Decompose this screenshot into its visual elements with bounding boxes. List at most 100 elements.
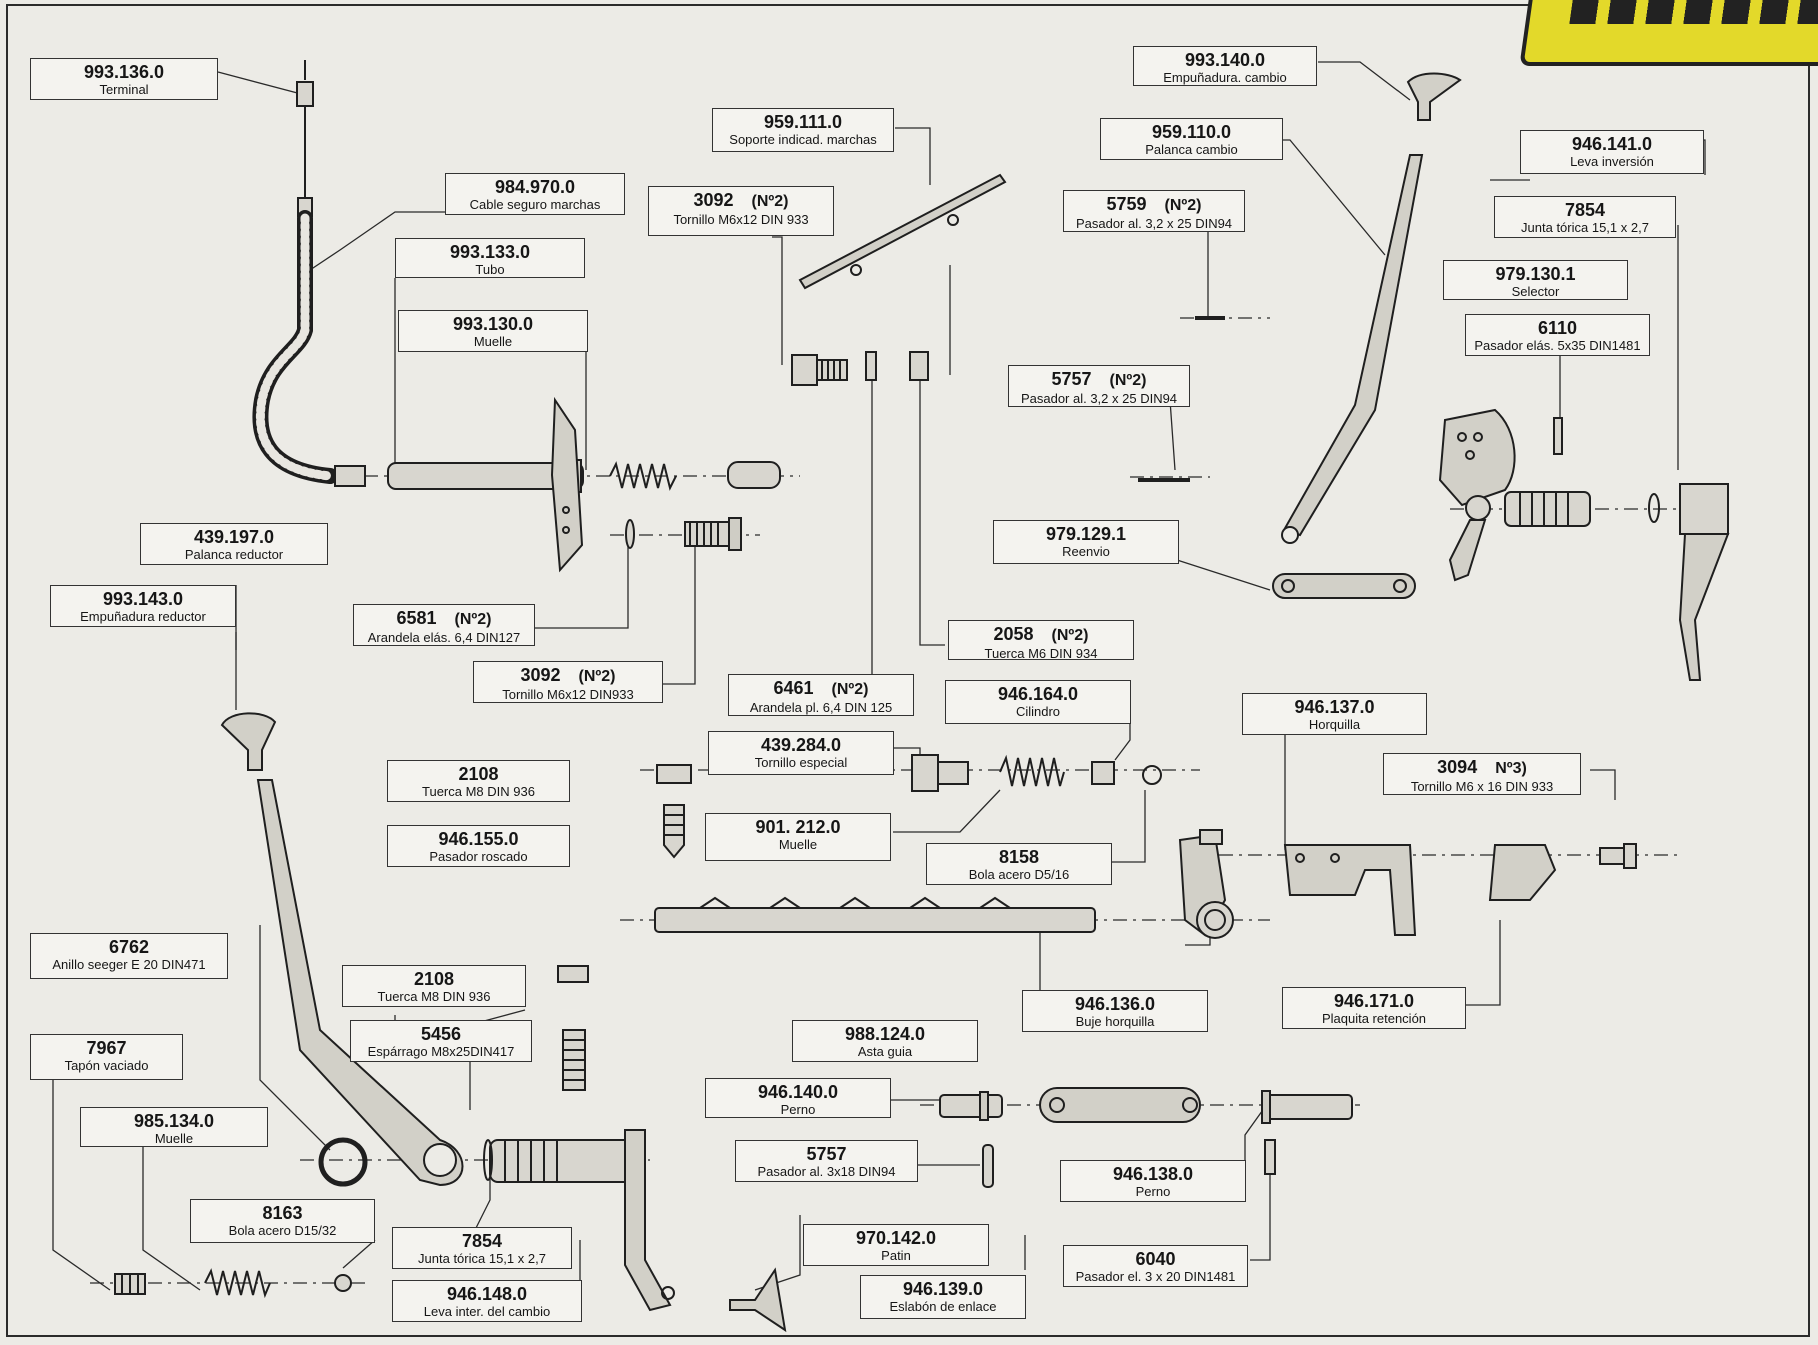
reverse-cam-part: [1678, 483, 1730, 681]
part-description: Pasador al. 3,2 x 25 DIN94: [1075, 216, 1233, 231]
pin-2-part: [939, 1091, 1003, 1121]
part-description: Tornillo M6x12 DIN 933: [673, 212, 809, 227]
part-description: Tornillo M6x12 DIN933: [502, 687, 634, 702]
ball-2-part: [334, 1274, 352, 1292]
part-description: Perno: [780, 1102, 816, 1117]
part-number: 7854: [1564, 200, 1606, 220]
terminal-part: [296, 60, 314, 217]
part-description: Cilindro: [1015, 704, 1061, 719]
elastic-pin-part: [1553, 417, 1563, 455]
part-description: Tuerca M8 DIN 936: [377, 989, 491, 1004]
seeger-ring-part: [318, 1137, 368, 1187]
quantity-note: (Nº2): [454, 611, 492, 628]
part-description: Tapón vaciado: [64, 1058, 149, 1073]
part-description: Tubo: [475, 262, 505, 277]
part-number: 7854: [461, 1231, 503, 1251]
bush-part: [1178, 829, 1234, 939]
part-description: Soporte indicad. marchas: [729, 132, 877, 147]
part-number: 946.138.0: [1112, 1164, 1194, 1184]
part-number: 5757: [806, 1144, 847, 1164]
part-number: 946.171.0: [1333, 991, 1415, 1011]
part-description: Leva inter. del cambio: [423, 1304, 551, 1319]
part-number: 5759(Nº2): [1106, 194, 1202, 214]
part-number: 946.136.0: [1074, 994, 1156, 1014]
part-number: 985.134.0: [133, 1111, 215, 1131]
part-number: 6461(Nº2): [773, 678, 869, 698]
part-number: 6110: [1537, 318, 1578, 338]
label-6461: 6461(Nº2) Arandela pl. 6,4 DIN 125: [728, 674, 914, 716]
part-number: 993.130.0: [452, 314, 534, 334]
spring-pin-part: [982, 1144, 994, 1188]
part-description: Empuñadura. cambio: [1163, 70, 1287, 85]
nut-part: [656, 764, 692, 784]
spring-3-part: [204, 1268, 271, 1299]
part-number: 5757(Nº2): [1051, 369, 1147, 389]
label-5759: 5759(Nº2) Pasador al. 3,2 x 25 DIN94: [1063, 190, 1245, 232]
part-number: 993.140.0: [1184, 50, 1266, 70]
part-description: Tornillo M6 x 16 DIN 933: [1410, 779, 1554, 794]
part-number: 959.110.0: [1151, 122, 1232, 142]
drain-plug-part: [114, 1273, 146, 1295]
skid-part: [729, 1267, 787, 1333]
part-description: Arandela pl. 6,4 DIN 125: [749, 700, 893, 715]
part-number: 993.136.0: [83, 62, 165, 82]
quantity-note: (Nº2): [1051, 627, 1089, 644]
part-description: Palanca reductor: [184, 547, 284, 562]
relay-link-part: [1272, 573, 1416, 599]
part-description: Pasador el. 3 x 20 DIN1481: [1075, 1269, 1236, 1284]
elastic-pin-2-part: [1264, 1139, 1276, 1175]
part-number: 6040: [1135, 1249, 1176, 1269]
part-description: Tuerca M8 DIN 936: [422, 784, 535, 799]
fork-part: [1283, 844, 1417, 936]
part-description: Horquilla: [1308, 717, 1361, 732]
quantity-note: (Nº2): [1109, 372, 1147, 389]
part-description: Empuñadura reductor: [80, 609, 206, 624]
part-number: 7967: [86, 1038, 127, 1058]
nut-2-part: [557, 965, 589, 983]
reducer-knob-part: [220, 712, 277, 771]
part-description: Pasador al. 3x18 DIN94: [757, 1164, 896, 1179]
tube-part: [334, 459, 584, 493]
part-number: 2058(Nº2): [993, 624, 1089, 644]
part-description: Muelle: [778, 837, 818, 852]
part-description: Perno: [1135, 1184, 1171, 1199]
part-number: 946.140.0: [757, 1082, 839, 1102]
cylinder-part: [1091, 761, 1115, 785]
part-number: 8158: [998, 847, 1040, 867]
part-number: 6762: [108, 937, 150, 957]
part-description: Pasador roscado: [429, 849, 528, 864]
part-description: Asta guia: [857, 1044, 913, 1059]
label-3092-a: 3092(Nº2)Tornillo M6x12 DIN 933: [648, 186, 834, 236]
label-2058: 2058(Nº2)Tuerca M6 DIN 934: [948, 620, 1134, 661]
quantity-note: (Nº2): [578, 668, 616, 685]
part-number: 2108: [458, 764, 499, 784]
special-screw-part: [911, 754, 969, 792]
part-number: 993.133.0: [449, 242, 531, 262]
part-number: 901. 212.0: [755, 817, 841, 837]
pin-part: [727, 461, 781, 489]
screw-part: [684, 517, 742, 551]
part-number: 946.137.0: [1294, 697, 1375, 717]
part-number: 946.148.0: [446, 1284, 528, 1304]
part-number: 946.155.0: [438, 829, 519, 849]
part-description: Reenvio: [1062, 544, 1110, 559]
pin-3-part: [1261, 1090, 1353, 1124]
